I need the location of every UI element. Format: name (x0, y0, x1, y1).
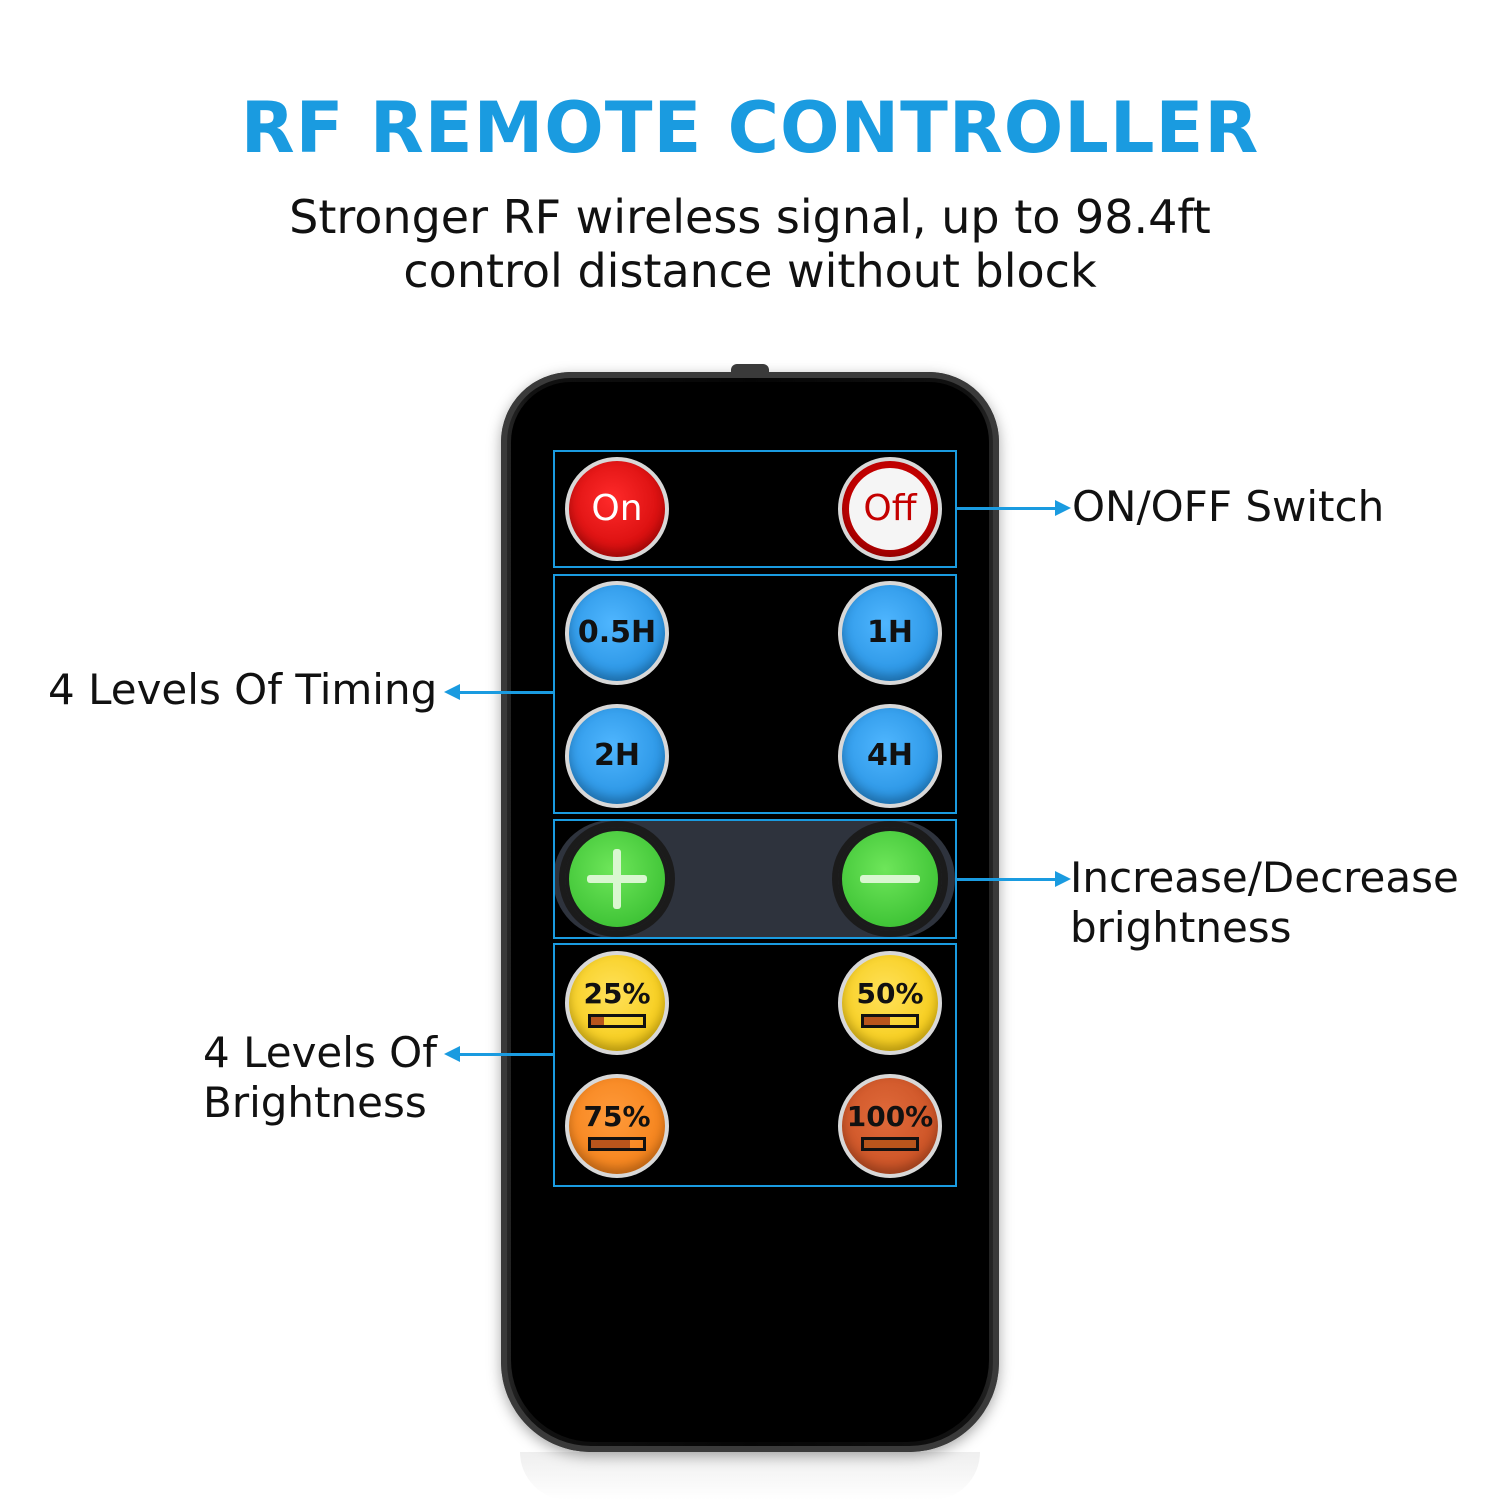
brightness-25-label: 25% (583, 977, 651, 1010)
brightness-50-label: 50% (856, 977, 924, 1010)
increase-button[interactable] (565, 827, 669, 931)
timer-2h-button[interactable]: 2H (565, 704, 669, 808)
timer-4h-button[interactable]: 4H (838, 704, 942, 808)
label-timing: 4 Levels Of Timing (48, 665, 438, 714)
brightness-100-bar (861, 1137, 919, 1151)
label-inc-dec: Increase/Decrease brightness (1070, 853, 1459, 953)
off-button-face: Off (849, 468, 931, 550)
on-button[interactable]: On (565, 457, 669, 561)
plus-icon (587, 849, 647, 909)
brightness-50-bar (861, 1014, 919, 1028)
adjust-group (553, 819, 957, 939)
off-button-label: Off (863, 488, 917, 529)
brightness-75-bar (588, 1137, 646, 1151)
brightness-25-fill (591, 1017, 604, 1025)
on-button-label: On (591, 488, 643, 529)
brightness-50-fill (864, 1017, 890, 1025)
decrease-button[interactable] (838, 827, 942, 931)
remote-notch (731, 364, 769, 374)
subtitle-line-2: control distance without block (403, 244, 1097, 298)
brightness-75-fill (591, 1140, 630, 1148)
arrow-brightness (444, 1046, 553, 1062)
label-brightness: 4 Levels Of Brightness (203, 1028, 437, 1128)
remote-reflection (520, 1452, 980, 1500)
brightness-100-fill (864, 1140, 916, 1148)
brightness-25-button[interactable]: 25% (565, 951, 669, 1055)
label-brightness-line-1: 4 Levels Of (203, 1028, 438, 1077)
timer-05h-button[interactable]: 0.5H (565, 581, 669, 685)
timer-1h-button[interactable]: 1H (838, 581, 942, 685)
brightness-75-button[interactable]: 75% (565, 1074, 669, 1178)
subtitle-line-1: Stronger RF wireless signal, up to 98.4f… (289, 190, 1211, 244)
brightness-group (553, 943, 957, 1187)
timing-group (553, 574, 957, 814)
brightness-100-label: 100% (846, 1100, 934, 1133)
label-on-off: ON/OFF Switch (1072, 482, 1385, 531)
off-button[interactable]: Off (838, 457, 942, 561)
timer-05h-label: 0.5H (577, 615, 657, 650)
minus-icon (860, 849, 920, 909)
arrow-adjust (957, 871, 1071, 887)
timer-2h-label: 2H (594, 738, 640, 773)
brightness-75-label: 75% (583, 1100, 651, 1133)
label-brightness-line-2: Brightness (203, 1078, 427, 1127)
on-off-group (553, 450, 957, 568)
brightness-100-button[interactable]: 100% (838, 1074, 942, 1178)
timer-4h-label: 4H (867, 738, 913, 773)
label-inc-dec-line-2: brightness (1070, 903, 1292, 952)
brightness-50-button[interactable]: 50% (838, 951, 942, 1055)
arrow-on-off (957, 500, 1071, 516)
timer-1h-label: 1H (867, 615, 913, 650)
page-title: RF REMOTE CONTROLLER (240, 87, 1260, 169)
brightness-25-bar (588, 1014, 646, 1028)
arrow-timing (444, 684, 553, 700)
label-inc-dec-line-1: Increase/Decrease (1070, 853, 1459, 902)
page-subtitle: Stronger RF wireless signal, up to 98.4f… (0, 190, 1500, 298)
